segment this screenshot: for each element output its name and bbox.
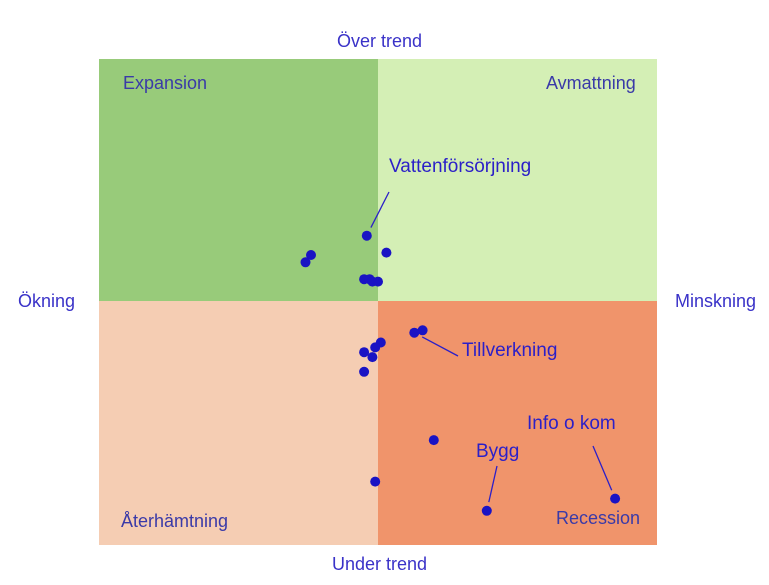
data-point-15	[359, 366, 370, 377]
quadrant-aterhamtning-area	[99, 301, 378, 545]
data-point-14	[367, 352, 378, 363]
axis-label-bottom: Under trend	[332, 554, 428, 574]
data-point-8	[373, 276, 383, 287]
data-point-9	[417, 325, 428, 336]
quadrant-label-recession: Recession	[556, 508, 641, 528]
data-point-13	[359, 347, 370, 358]
leader-info-o-kom	[592, 445, 613, 491]
data-point-16	[428, 435, 439, 446]
axis-label-right: Minskning	[675, 291, 757, 311]
leader-vattenforsorjning	[370, 191, 390, 228]
annotation-leaders	[370, 191, 613, 503]
point-label-info-o-kom: Info o kom	[527, 413, 616, 434]
leader-tillverkning	[421, 336, 459, 357]
quadrant-expansion-area	[99, 59, 378, 301]
point-label-tillverkning: Tillverkning	[462, 340, 558, 361]
data-point-3	[306, 250, 316, 260]
quadrant-label-aterhamtning: Återhämtning	[121, 511, 229, 531]
data-point-18	[481, 505, 492, 516]
axis-label-left: Ökning	[18, 291, 76, 311]
data-point-17	[370, 476, 381, 487]
data-point-2	[381, 247, 392, 258]
quadrant-label-expansion: Expansion	[123, 73, 208, 93]
data-point-4	[300, 257, 311, 268]
data-point-12	[370, 342, 381, 353]
data-points	[300, 230, 621, 516]
quadrant-recession-area	[378, 301, 657, 545]
data-point-10	[409, 327, 420, 338]
quadrant-avmattning-area	[378, 59, 657, 301]
data-point-19	[610, 493, 621, 504]
leader-bygg	[488, 465, 498, 503]
quadrant-label-avmattning: Avmattning	[546, 73, 636, 93]
axis-label-top: Över trend	[337, 31, 423, 51]
point-label-vattenforsorjning: Vattenförsörjning	[389, 156, 532, 177]
data-point-1	[361, 230, 372, 241]
point-label-bygg: Bygg	[476, 441, 520, 462]
